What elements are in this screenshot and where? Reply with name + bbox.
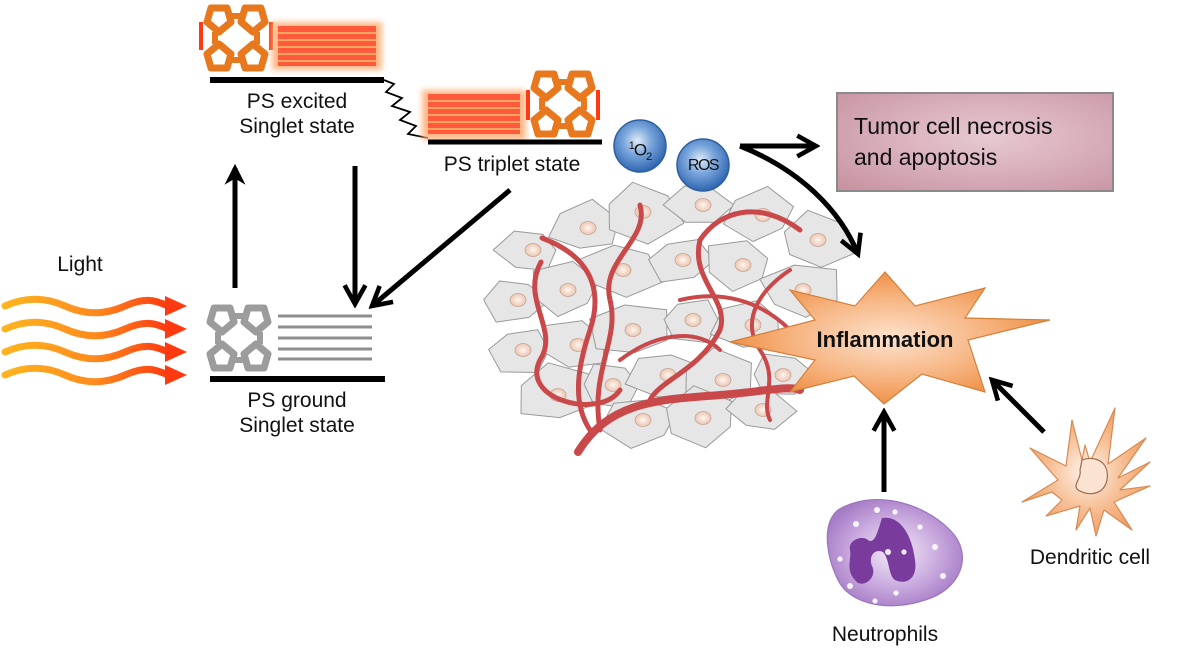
singlet-oxygen-label: 1O2 [614,134,666,170]
singlet-oxygen-base: O [633,140,647,160]
tumor-cell-nucleus [604,378,622,392]
tumor-cell-nucleus [684,313,702,327]
intersystem-crossing-zigzag [383,79,429,139]
tumor-necrosis-apoptosis-box: Tumor cell necrosis and apoptosis [836,92,1114,192]
neutrophils-label: Neutrophils [831,623,939,646]
outcome-line2: and apoptosis [854,144,998,170]
tumor-cell-nucleus [774,368,792,382]
tumor-cell-nucleus [579,221,597,235]
dendritic-to-inflammation-arrow [992,380,1046,434]
tumor-cell-nucleus [509,293,527,307]
light-wave [1,341,172,363]
triplet-label: PS triplet state [443,153,581,176]
excited-singlet-label-line1: PS excited [246,90,348,113]
light-wave [1,318,172,340]
excited-singlet-label-line2: Singlet state [239,115,355,138]
tumor-cell-nucleus [524,243,542,257]
singlet-oxygen-superscript: 1 [628,140,635,152]
inflammation-label: Inflammation [816,327,954,352]
tumor-cell-nucleus [714,373,732,387]
tumor-cell [492,230,557,272]
tumor-cell-nucleus [624,323,642,337]
blood-vessels [532,202,804,456]
ps-triplet-molecule-icon [526,74,600,134]
excited-singlet-label: PS excited Singlet state [218,89,376,139]
phosphorescence-arrow [372,188,512,306]
tumor-cell-nucleus [559,283,577,297]
excited-glow-bars-icon [272,22,382,70]
light-wave [1,364,172,386]
light-waves-icon [1,295,187,386]
light-wave-arrowhead [165,296,187,316]
ps-ground-molecule-icon [210,308,268,368]
ros-to-inflammation-arrow [739,143,858,254]
neutrophil-cell-icon [826,499,963,607]
light-wave-arrowhead [165,342,187,362]
light-wave [1,295,172,317]
light-wave-arrowhead [165,365,187,385]
tumor-cell-nucleus [694,411,712,425]
ground-singlet-label-line2: Singlet state [239,414,355,437]
tumor-cell-nucleus [674,253,692,267]
ground-singlet-label: PS ground Singlet state [218,388,376,438]
light-wave-arrowhead [165,319,187,339]
tumor-cell-nucleus [694,198,712,212]
ps-excited-molecule-icon [199,8,273,68]
tumor-cell-nucleus [809,233,827,247]
light-label: Light [57,253,103,276]
singlet-oxygen-subscript: 2 [646,151,652,164]
ros-sphere [676,138,730,192]
singlet-oxygen-sphere [613,119,667,173]
dendritic-cell-label: Dendritic cell [1029,546,1151,569]
tumor-cell-nucleus [514,343,532,357]
inflammation-burst [729,271,1051,405]
ground-vibrational-lines [278,314,372,361]
triplet-glow-bars-icon [422,90,526,140]
tumor-cell-nucleus [734,258,752,272]
ros-label: ROS [687,157,720,174]
dendritic-cell-icon [1021,407,1151,537]
outcome-line1: Tumor cell necrosis [854,113,1053,139]
ground-singlet-label-line1: PS ground [247,389,347,412]
tumor-cell-nucleus [634,413,652,427]
